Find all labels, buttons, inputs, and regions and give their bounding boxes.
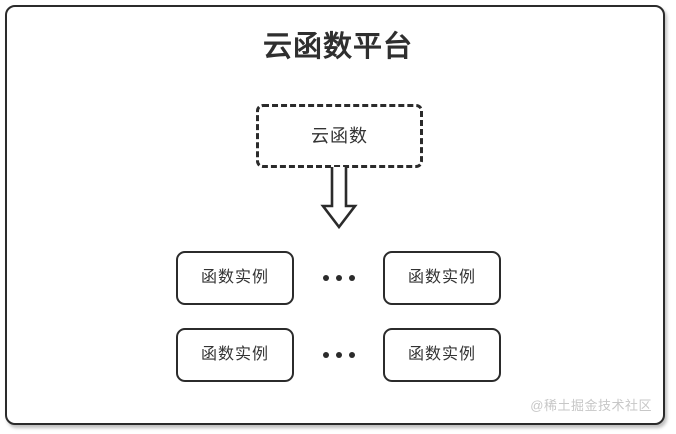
ellipsis-dot xyxy=(336,352,342,358)
function-instance-box: 函数实例 xyxy=(383,251,501,305)
watermark: @稀土掘金技术社区 xyxy=(530,398,652,413)
ellipsis-separator xyxy=(316,251,362,305)
ellipsis-dot xyxy=(323,275,329,281)
ellipsis-dot xyxy=(349,275,355,281)
ellipsis-dot xyxy=(349,352,355,358)
function-instance-box: 函数实例 xyxy=(176,328,294,382)
function-instance-box: 函数实例 xyxy=(176,251,294,305)
instance-row: 函数实例 函数实例 xyxy=(0,328,676,382)
function-instance-label: 函数实例 xyxy=(407,269,476,286)
function-instance-box: 函数实例 xyxy=(383,328,501,382)
ellipsis-dot xyxy=(336,275,342,281)
function-instance-label: 函数实例 xyxy=(200,269,269,286)
page-title: 云函数平台 xyxy=(262,31,413,63)
down-block-arrow-icon xyxy=(320,166,358,230)
instance-row: 函数实例 函数实例 xyxy=(0,251,676,305)
ellipsis-separator xyxy=(316,328,362,382)
function-instance-label: 函数实例 xyxy=(200,346,269,363)
function-instance-label: 函数实例 xyxy=(407,346,476,363)
cloud-function-box: 云函数 xyxy=(256,104,423,168)
cloud-function-label: 云函数 xyxy=(311,126,368,146)
ellipsis-dot xyxy=(323,352,329,358)
